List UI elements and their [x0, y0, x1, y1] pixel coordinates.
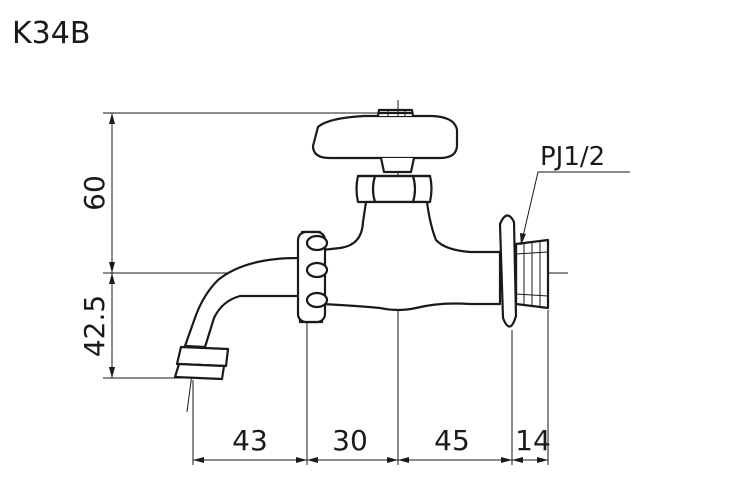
dim-height-below: 42.5 — [78, 295, 111, 357]
stem — [379, 157, 416, 174]
flange — [498, 214, 518, 328]
dim-width-spout: 43 — [232, 424, 268, 457]
dimension-lines — [109, 113, 630, 463]
faucet-body — [173, 108, 550, 381]
dim-width-body: 30 — [332, 424, 368, 457]
model-title: K34B — [12, 16, 90, 51]
dim-height-above: 60 — [78, 175, 111, 211]
bonnet-nut — [355, 174, 433, 204]
nozzle — [175, 345, 230, 368]
thread-spec-label: PJ1/2 — [540, 142, 605, 172]
extension-lines — [103, 112, 549, 465]
body — [183, 200, 502, 349]
dim-width-flange: 45 — [434, 424, 470, 457]
handle — [311, 114, 459, 160]
dim-width-thread: 14 — [515, 424, 551, 457]
